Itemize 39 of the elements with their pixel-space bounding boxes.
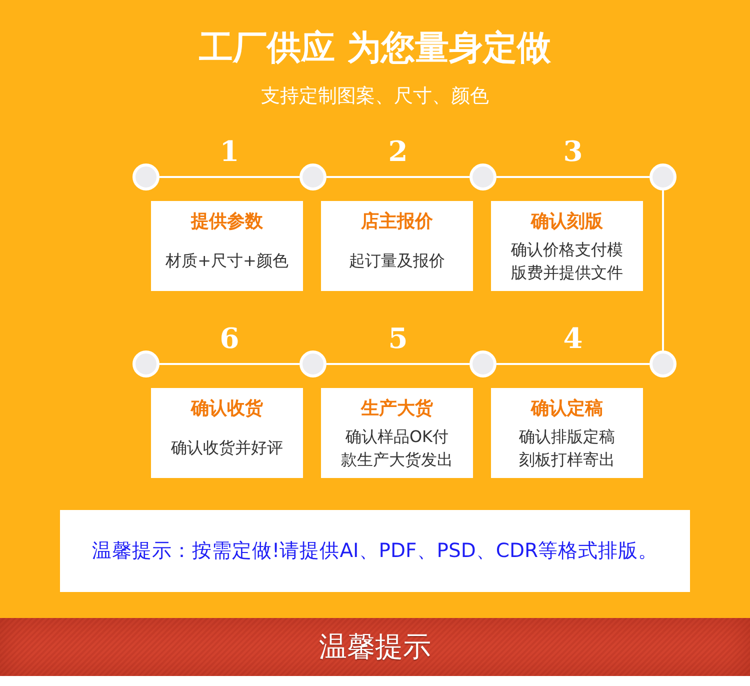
step-title: 确认刻版 <box>531 210 603 234</box>
ring-marker-icon <box>299 350 327 378</box>
connector-line <box>160 363 300 365</box>
connector-line <box>496 176 650 178</box>
step-description: 起订量及报价 <box>349 250 445 272</box>
page-title: 工厂供应 为您量身定做 <box>199 27 551 70</box>
connector-line <box>160 176 300 178</box>
ring-marker-icon <box>649 350 677 378</box>
step-card <box>491 201 643 291</box>
ring-marker-icon <box>469 350 497 378</box>
notice-panel <box>60 510 690 592</box>
connector-line <box>662 190 664 350</box>
step-title: 确认收货 <box>191 397 263 421</box>
banner-title: 温馨提示 <box>319 630 431 664</box>
step-title: 生产大货 <box>361 397 433 421</box>
step-card <box>491 388 643 478</box>
notice-text: 温馨提示：按需定做!请提供AI、PDF、PSD、CDR等格式排版。 <box>92 538 658 564</box>
step-card <box>151 388 303 478</box>
subtitle: 支持定制图案、尺寸、颜色 <box>261 84 489 108</box>
step-card <box>321 201 473 291</box>
step-title: 店主报价 <box>361 210 433 234</box>
step-title: 提供参数 <box>191 210 263 234</box>
step-description: 确认价格支付模版费并提供文件 <box>510 238 624 284</box>
ring-marker-icon <box>132 163 160 191</box>
ring-marker-icon <box>469 163 497 191</box>
step-title: 确认定稿 <box>531 397 603 421</box>
ring-marker-icon <box>649 163 677 191</box>
step-card <box>151 201 303 291</box>
step-card <box>321 388 473 478</box>
footer-banner <box>0 618 750 676</box>
step-description: 确认收货并好评 <box>171 437 283 459</box>
step-description: 材质+尺寸+颜色 <box>166 250 288 272</box>
ring-marker-icon <box>132 350 160 378</box>
connector-line <box>496 363 650 365</box>
connector-line <box>326 176 470 178</box>
step-description: 确认样品OK付款生产大货发出 <box>340 426 454 470</box>
connector-line <box>326 363 470 365</box>
step-description: 确认排版定稿刻板打样寄出 <box>518 426 616 470</box>
ring-marker-icon <box>299 163 327 191</box>
